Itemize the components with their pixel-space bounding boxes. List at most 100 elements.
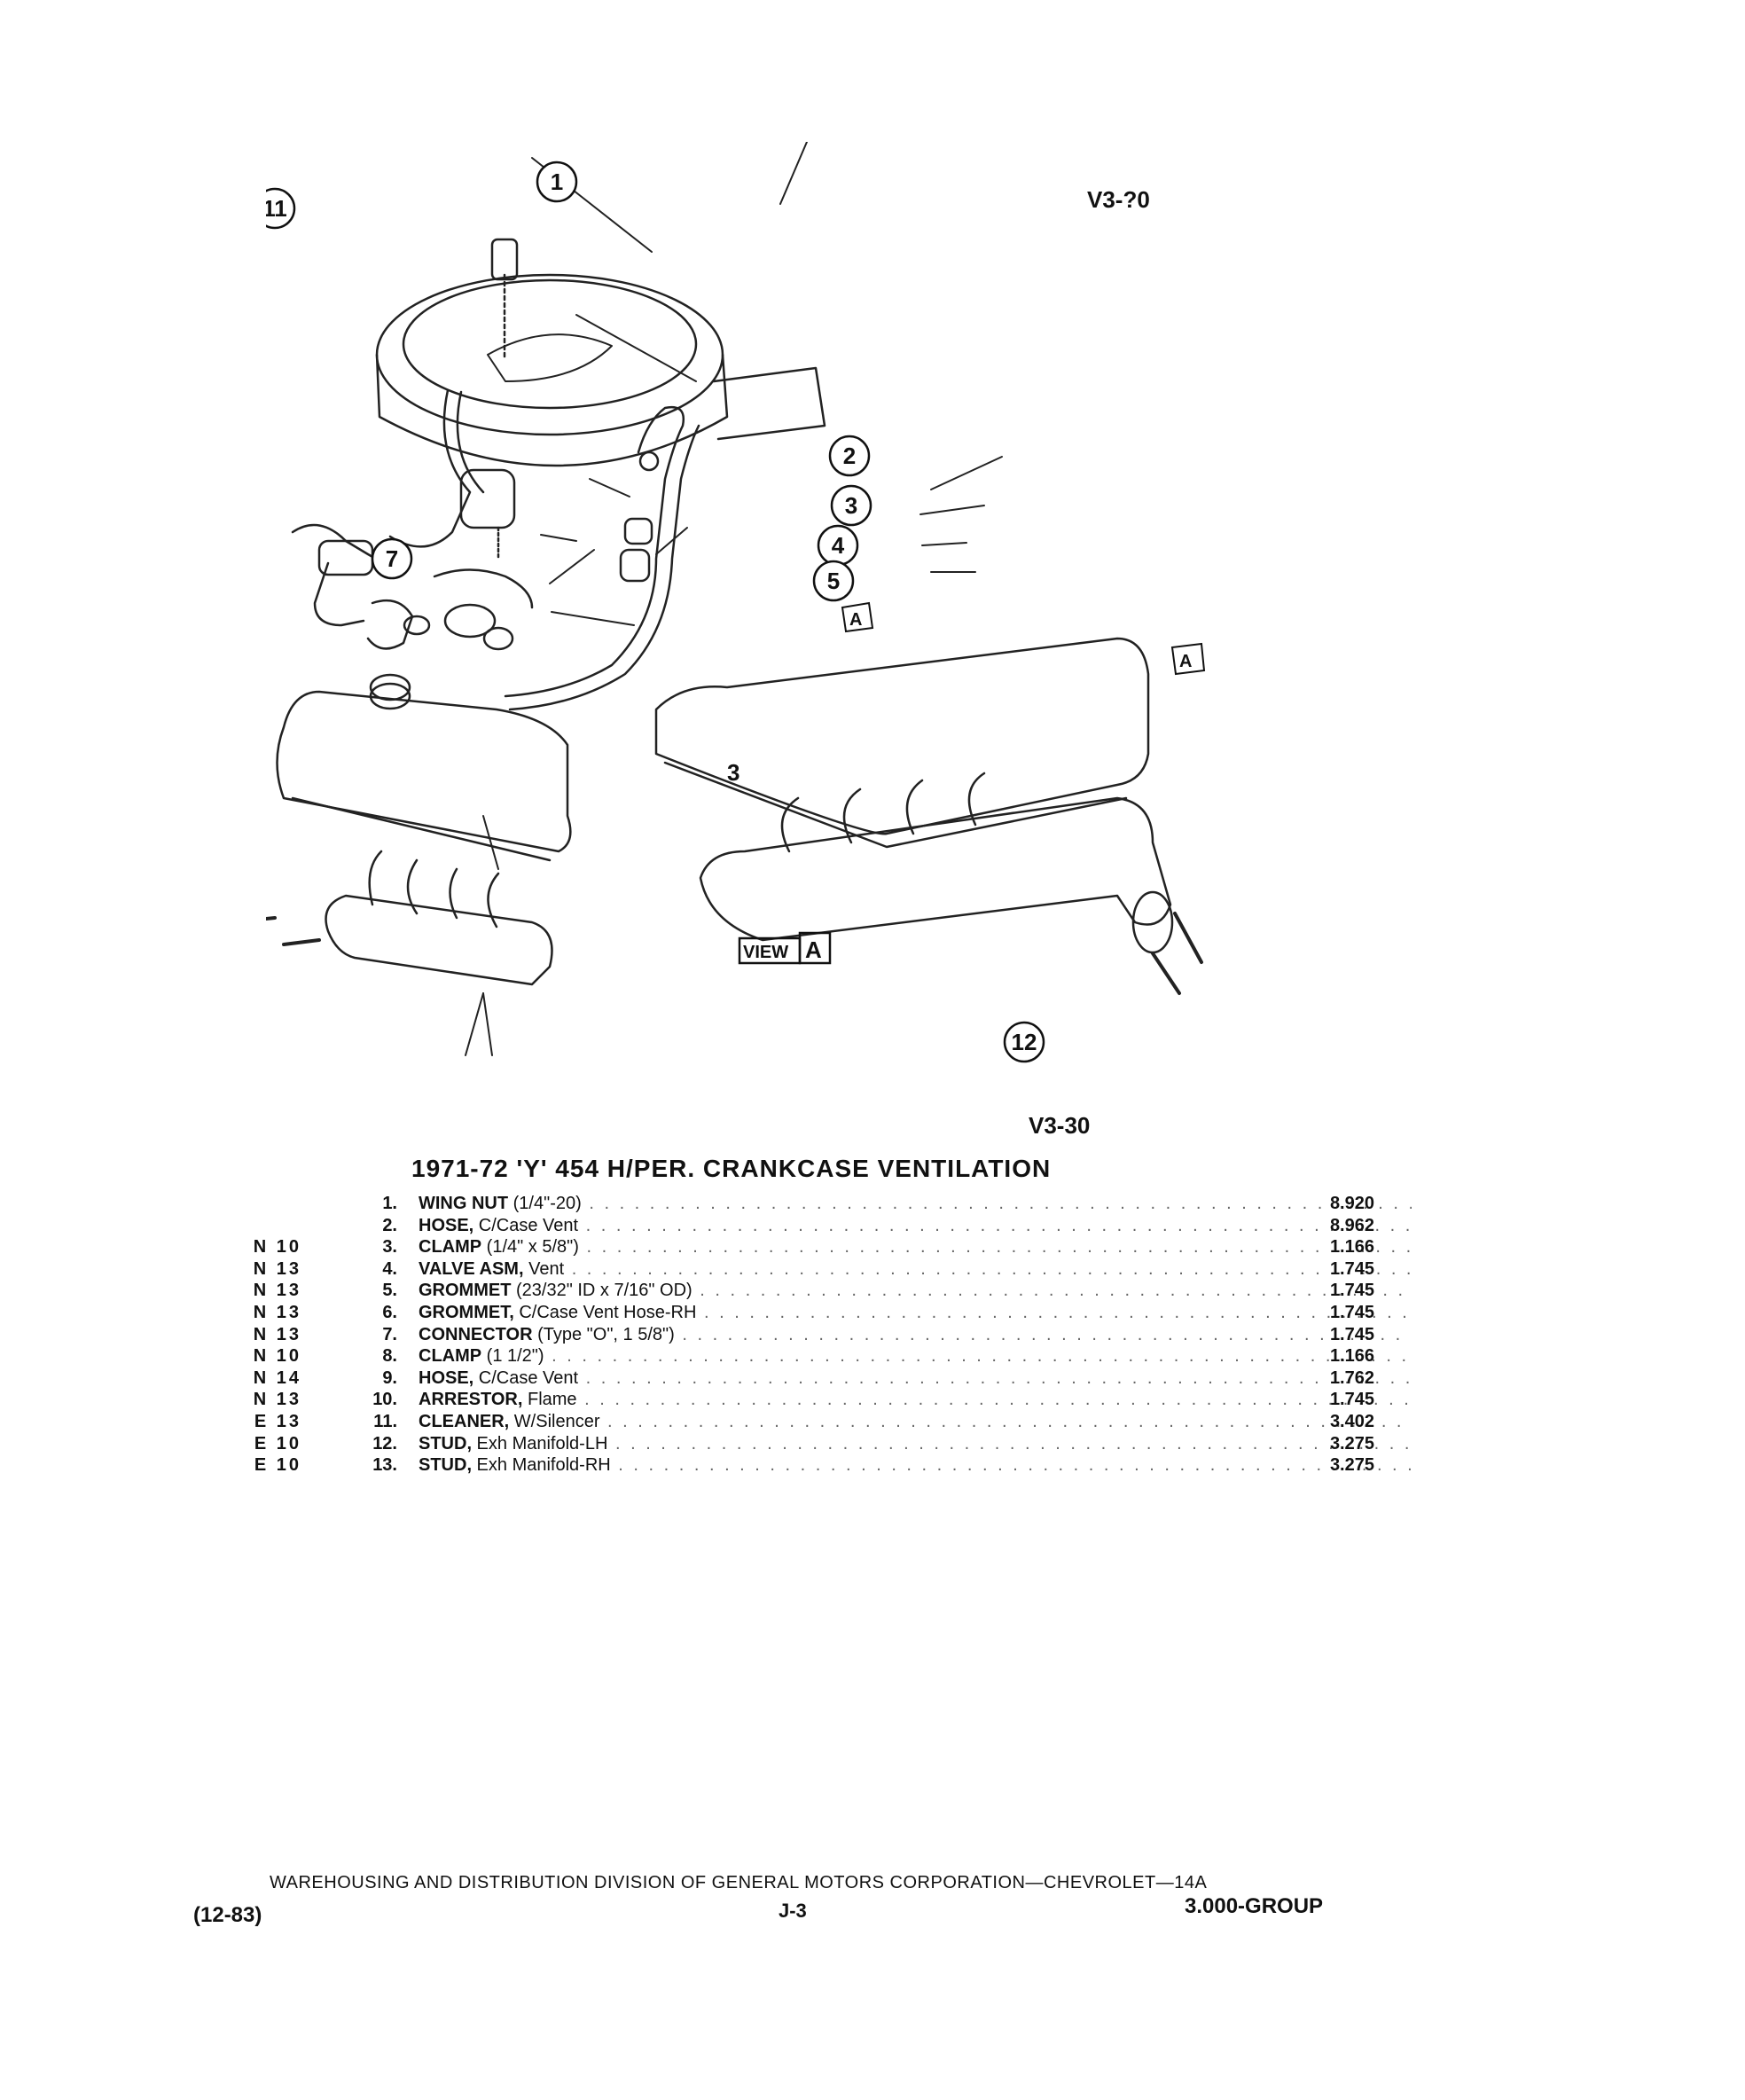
part-code: N 13	[253, 1390, 301, 1410]
view-a-label: VIEW A	[738, 931, 832, 965]
part-description: GROMMET, C/Case Vent Hose-RH . . . . . .…	[419, 1302, 1412, 1322]
parts-row: 2. HOSE, C/Case Vent . . . . . . . . . . …	[231, 1215, 1412, 1237]
part-name: VALVE ASM,	[419, 1258, 524, 1279]
exhaust-manifold-right-drawing	[699, 772, 1174, 954]
part-description: WING NUT (1/4"-20) . . . . . . . . . . .…	[419, 1194, 1412, 1213]
part-group-number: 1.745	[1329, 1281, 1374, 1301]
hose-2-drawing	[504, 405, 700, 711]
footer-group: 3.000-GROUP	[1185, 1894, 1324, 1918]
center-fittings-drawing	[403, 468, 534, 651]
part-name: STUD,	[419, 1455, 472, 1476]
grommet-6-drawing	[369, 673, 411, 710]
part-number: 13.	[372, 1455, 397, 1476]
hose-9-drawing	[291, 388, 485, 650]
svg-text:5: 5	[827, 568, 840, 594]
part-name: CLAMP	[419, 1237, 482, 1258]
part-number: 7.	[382, 1324, 397, 1344]
exhaust-manifold-left-drawing	[325, 850, 553, 986]
view-a-tag-2: A	[1170, 642, 1206, 676]
part-number: 2.	[382, 1215, 397, 1235]
part-group-number: 1.166	[1329, 1237, 1374, 1258]
part-detail: C/Case Vent Hose-RH	[513, 1302, 697, 1322]
part-description: STUD, Exh Manifold-LH . . . . . . . . . …	[419, 1433, 1412, 1454]
part-detail: (23/32" ID x 7/16" OD)	[511, 1281, 693, 1301]
part-code: E 10	[254, 1455, 301, 1476]
part-detail: Exh Manifold-LH	[472, 1433, 608, 1454]
part-detail: Flame	[522, 1390, 577, 1410]
part-detail: W/Silencer	[509, 1411, 600, 1431]
part-number: 8.	[382, 1346, 397, 1367]
parts-row: 1. WING NUT (1/4"-20) . . . . . . . . . .…	[231, 1193, 1412, 1215]
svg-text:12: 12	[1012, 1029, 1037, 1055]
part-description: HOSE, C/Case Vent . . . . . . . . . . . …	[419, 1367, 1412, 1388]
svg-text:1: 1	[551, 168, 563, 195]
part-description: CLAMP (1/4" x 5/8") . . . . . . . . . . …	[419, 1237, 1412, 1258]
svg-text:11: 11	[266, 195, 287, 222]
part-description: HOSE, C/Case Vent . . . . . . . . . . . …	[419, 1215, 1412, 1235]
footer-division: WAREHOUSING AND DISTRIBUTION DIVISION OF…	[270, 1873, 1208, 1892]
figure-id-top: V3-?0	[1087, 186, 1150, 213]
callout-2: 2	[828, 435, 871, 477]
part-detail: (1/4" x 5/8")	[481, 1237, 579, 1258]
part-description: STUD, Exh Manifold-RH . . . . . . . . . …	[419, 1455, 1412, 1476]
part-name: CLAMP	[419, 1346, 482, 1367]
parts-row: N 14 9. HOSE, C/Case Vent . . . . . . . . …	[231, 1367, 1412, 1390]
part-detail: Exh Manifold-RH	[472, 1455, 611, 1476]
part-description: CLEANER, W/Silencer . . . . . . . . . . …	[419, 1411, 1412, 1431]
valve-cover-left-drawing	[276, 690, 572, 862]
part-group-number: 3.275	[1329, 1455, 1374, 1476]
part-number: 1.	[382, 1194, 397, 1213]
svg-text:A: A	[849, 610, 862, 630]
callout-7: 7	[371, 537, 413, 580]
footer-page: J-3	[779, 1900, 807, 1922]
part-code: E 10	[254, 1433, 301, 1454]
part-group-number: 1.745	[1329, 1302, 1374, 1322]
part-name: GROMMET	[419, 1281, 512, 1301]
part-name: HOSE,	[419, 1367, 474, 1388]
part-code: N 14	[253, 1367, 301, 1388]
svg-text:7: 7	[386, 545, 398, 572]
part-group-number: 3.275	[1329, 1433, 1374, 1454]
part-detail: (1/4"-20)	[508, 1194, 582, 1213]
callout-4: 4	[817, 524, 859, 567]
svg-text:2: 2	[843, 443, 856, 469]
part-group-number: 1.745	[1329, 1324, 1374, 1344]
part-name: GROMMET,	[419, 1302, 514, 1322]
part-name: CONNECTOR	[419, 1324, 533, 1344]
part-name: STUD,	[419, 1433, 472, 1454]
part-number: 9.	[382, 1367, 397, 1388]
part-code: N 10	[253, 1237, 301, 1258]
part-group-number: 1.745	[1329, 1258, 1374, 1279]
part-description: VALVE ASM, Vent . . . . . . . . . . . . …	[419, 1258, 1412, 1279]
part-name: ARRESTOR,	[419, 1390, 523, 1410]
section-title: 1971-72 'Y' 454 H/PER. CRANKCASE VENTILA…	[411, 1155, 1052, 1182]
part-detail: C/Case Vent	[473, 1215, 579, 1235]
valve-cover-right-drawing	[654, 637, 1150, 849]
part-description: CONNECTOR (Type "O", 1 5/8") . . . . . .…	[419, 1324, 1412, 1344]
part-group-number: 8.962	[1329, 1215, 1374, 1235]
part-group-number: 8.920	[1329, 1194, 1374, 1213]
part-description: GROMMET (23/32" ID x 7/16" OD) . . . . .…	[419, 1281, 1412, 1301]
stud-12-drawing	[1151, 912, 1203, 995]
svg-text:4: 4	[832, 532, 845, 559]
part-description: CLAMP (1 1/2") . . . . . . . . . . . . .…	[419, 1346, 1412, 1367]
part-code: N 13	[253, 1302, 301, 1322]
footer-date: (12-83)	[193, 1903, 262, 1927]
view-label: VIEW	[743, 943, 788, 962]
callout-3: 3	[830, 484, 872, 527]
part-group-number: 1.166	[1329, 1346, 1374, 1367]
callout-5: 5	[812, 560, 855, 602]
crankcase-ventilation-diagram: VIEW A 3 A A 123456789101112138	[266, 142, 1206, 1063]
part-code: N 13	[253, 1281, 301, 1301]
part-group-number: 3.402	[1329, 1411, 1374, 1431]
view-letter: A	[805, 936, 822, 963]
parts-list: 1. WING NUT (1/4"-20) . . . . . . . . . .…	[231, 1193, 1412, 1477]
part-detail: (Type "O", 1 5/8")	[532, 1324, 675, 1344]
svg-text:3: 3	[845, 492, 857, 519]
